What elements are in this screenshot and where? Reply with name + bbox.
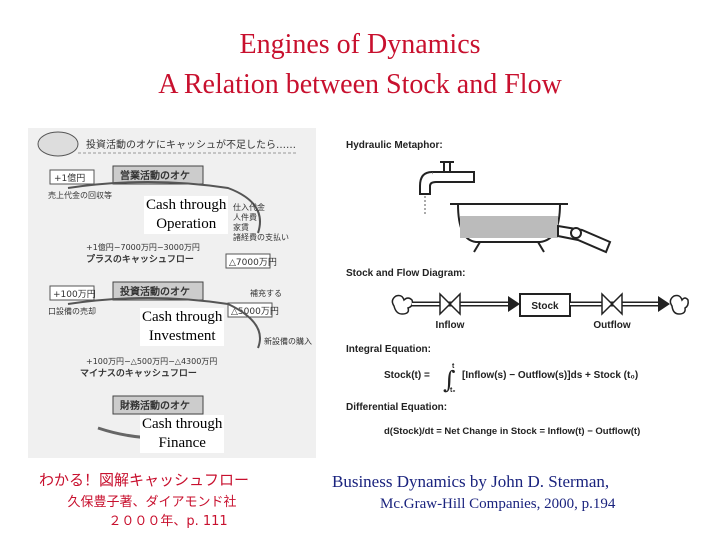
source-cloud-icon [391,294,414,315]
svg-text:人件費: 人件費 [233,212,257,222]
svg-text:投資活動のオケ: 投資活動のオケ [120,285,190,298]
caption-operation: Cash through Operation [144,196,229,234]
svg-text:プラスのキャッシュフロー: プラスのキャッシュフロー [86,253,194,265]
drain-pipe-icon [557,224,612,254]
left-label-2: 売上代金の回収等 [48,190,112,200]
svg-text:マイナスのキャッシュフロー: マイナスのキャッシュフロー [80,368,197,379]
svg-text:諸経費の支払い: 諸経費の支払い [233,232,289,242]
slide-title-line1: Engines of Dynamics [239,29,481,60]
svg-text:Stock: Stock [531,301,559,312]
svg-text:△7000万円: △7000万円 [229,257,277,268]
caption-finance: Cash through Finance [140,415,225,453]
faucet-icon [419,161,475,216]
integral-label: Integral Equation: [346,344,431,355]
caption-investment: Cash through Investment [140,308,225,346]
stock-flow-label: Stock and Flow Diagram: [346,268,465,279]
svg-text:新設備の購入: 新設備の購入 [264,336,312,346]
svg-text:Outflow: Outflow [593,320,630,331]
left-label-3: +1億円−7000万円−3000万円 [86,242,200,252]
stock-flow-diagram: Hydraulic Metaphor: Stock and Flow Diagr… [346,140,689,437]
integral-eq-right: [Inflow(s) − Outflow(s)]ds + Stock (t₀) [462,370,638,381]
book-author: 久保豊子著、ダイアモンド社 [67,495,237,510]
stock-flow-figure: Hydraulic Metaphor: Stock and Flow Diagr… [340,130,690,460]
left-label-5: 口設備の売却 [48,306,96,316]
integral-eq-left: Stock(t) = [384,370,430,381]
figure-header: 投資活動のオケにキャッシュが不足したら…… [86,138,296,151]
sink-cloud-icon [669,294,689,315]
inflow-valve-icon [439,292,452,316]
svg-text:家賃: 家賃 [233,222,249,232]
financing-box [112,395,204,415]
right-label-1: 仕入代金 [233,202,265,212]
cash-flow-figure: 投資活動のオケにキャッシュが不足したら…… +1億円 売上代金の回収等 営業活動… [28,128,316,458]
operating-box [112,165,204,185]
cash-flow-diagram: 投資活動のオケにキャッシュが不足したら…… +1億円 売上代金の回収等 営業活動… [37,131,312,440]
outflow-valve-icon [601,292,614,316]
left-label-6: +100万円−△500万円−△4300万円 [86,357,217,366]
svg-text:Inflow: Inflow [436,320,465,331]
stock-flow-chain: Stock Inflow Outflow [391,292,689,331]
svg-text:△5000万円: △5000万円 [231,306,279,317]
source-line2: Mc.Graw-Hill Companies, 2000, p.194 [380,496,616,512]
source-line1: Business Dynamics by John D. Sterman, [332,472,610,491]
book-title: わかる！図解キャッシュフロー [38,471,249,489]
differential-label: Differential Equation: [346,402,447,413]
left-label-1: +1億円 [54,172,85,184]
book-year: ２０００年、p. 111 [108,514,228,529]
investing-box [112,281,204,301]
differential-eq: d(Stock)/dt = Net Change in Stock = Infl… [384,426,640,437]
hydraulic-label: Hydraulic Metaphor: [346,140,443,151]
svg-text:営業活動のオケ: 営業活動のオケ [120,169,190,182]
svg-text:t: t [452,363,455,370]
svg-text:補充する: 補充する [250,288,282,298]
svg-text:財務活動のオケ: 財務活動のオケ [119,399,190,412]
integral-sign: ∫ [443,366,456,394]
cloud-icon [37,131,79,157]
left-label-4: +100万円 [53,289,96,300]
slide-title-line2: A Relation between Stock and Flow [158,69,562,100]
bathtub-icon [450,203,568,253]
svg-text:t₀: t₀ [450,387,456,394]
